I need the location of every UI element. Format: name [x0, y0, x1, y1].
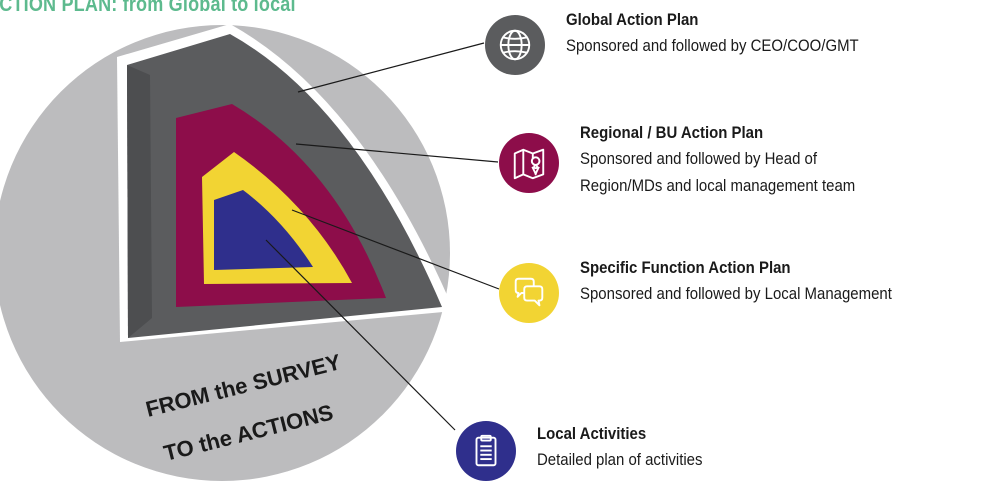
level-function-description: Sponsored and followed by Local Manageme…: [580, 284, 892, 303]
level-local-description: Detailed plan of activities: [537, 450, 703, 469]
leader-line-local: [265, 239, 456, 431]
map-pin-icon: [513, 148, 545, 180]
level-function: Specific Function Action Plan Sponsored …: [580, 256, 934, 307]
level-global-description: Sponsored and followed by CEO/COO/GMT: [566, 36, 859, 55]
function-badge: [499, 263, 559, 323]
page-title: ACTION PLAN: from Global to local: [0, 0, 296, 16]
level-regional-description-line2: Region/MDs and local management team: [580, 176, 856, 195]
leader-line-global: [297, 42, 485, 93]
clipboard-icon: [475, 434, 497, 467]
globe-icon: [499, 29, 531, 61]
chat-bubbles-icon: [514, 277, 544, 307]
regional-badge: [499, 133, 559, 193]
level-function-title: Specific Function Action Plan: [580, 258, 791, 277]
level-regional-title: Regional / BU Action Plan: [580, 123, 764, 142]
level-regional: Regional / BU Action Plan Sponsored and …: [580, 121, 893, 199]
layer-local: [214, 190, 313, 270]
level-local-title: Local Activities: [537, 424, 647, 443]
level-global-title: Global Action Plan: [566, 10, 699, 29]
level-regional-description-line1: Sponsored and followed by Head of: [580, 149, 818, 168]
global-badge: [485, 15, 545, 75]
leader-line-regional: [295, 143, 499, 163]
level-global: Global Action Plan Sponsored and followe…: [566, 8, 899, 59]
local-badge: [456, 421, 516, 481]
layer-global-bevel: [127, 65, 152, 338]
leader-line-function: [291, 209, 500, 290]
level-local: Local Activities Detailed plan of activi…: [537, 422, 725, 473]
